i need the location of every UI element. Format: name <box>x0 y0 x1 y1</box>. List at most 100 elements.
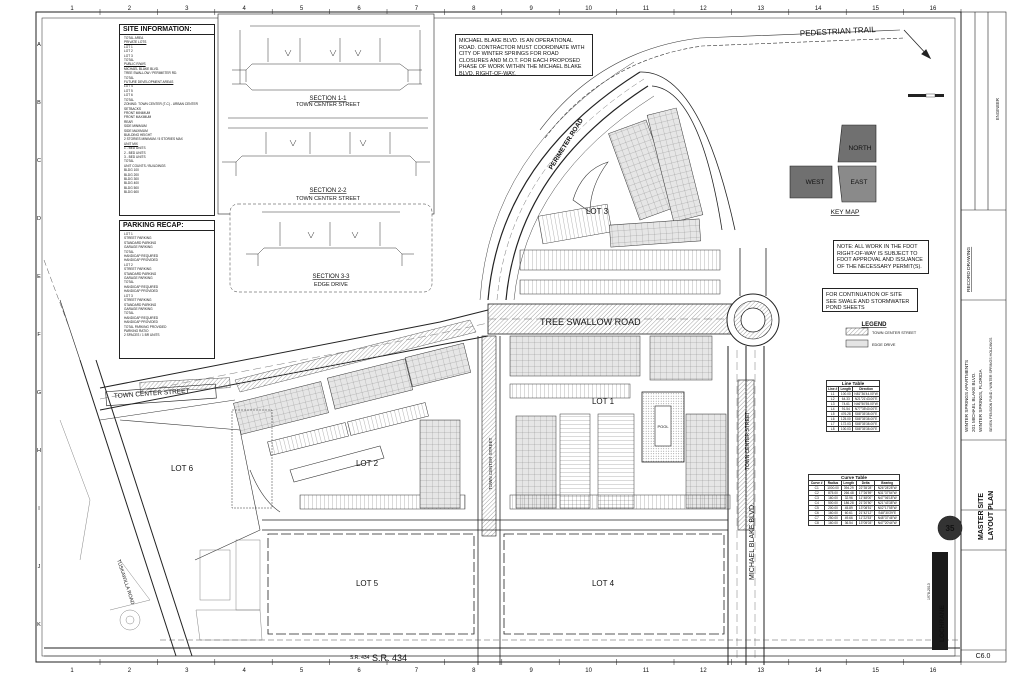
grid-column-label: 14 <box>815 668 822 674</box>
site-info-line: LOT 6 <box>124 93 133 98</box>
section-1-1-drawing <box>232 25 422 91</box>
firm-year: 1978-2013 <box>927 583 931 600</box>
site-info-line: TREE SWALLOW / PERIMETER RD. <box>124 71 178 76</box>
site-info-line: PRIVATE LOTS <box>124 40 147 45</box>
site-information-title: SITE INFORMATION: <box>120 25 214 35</box>
parking-recap-line: PARKING RATIO <box>124 328 149 333</box>
curve-table-cell: 21°20'50" <box>855 500 876 506</box>
scale-bar <box>908 93 944 98</box>
lot-1-parking-south <box>509 494 731 510</box>
section-2-2-subtitle: TOWN CENTER STREET <box>296 196 361 202</box>
grid-row-label: J <box>38 564 41 570</box>
parking-recap-line: HANDICAP REQUIRED <box>124 254 159 259</box>
project-name: WINTER SPRINGS APARTMENTS <box>964 360 969 432</box>
north-arrow <box>903 29 932 60</box>
perimeter-road-edge-inner <box>505 85 649 301</box>
pedestrian-trail-edge <box>539 29 901 131</box>
curve-table-cell: N21°43'38"W <box>874 500 900 506</box>
legend-item-edge-drive: EDGE DRIVE <box>872 343 896 347</box>
site-info-line: FRONT MAXIMUM <box>124 115 152 120</box>
grid-row-label: H <box>37 448 41 454</box>
section-1-1-title: SECTION 1-1 <box>309 96 347 102</box>
lot-6-label: LOT 6 <box>171 464 194 473</box>
site-info-line: TOTAL <box>124 75 134 80</box>
grid-column-label: 7 <box>415 668 419 674</box>
sr-434-label-small: S.R. 434 <box>350 655 370 661</box>
mot-note: MICHAEL BLAKE BLVD. IS AN OPERATIONAL RO… <box>455 34 593 76</box>
line-table-header: Line # <box>826 386 840 392</box>
grid-row-label: A <box>37 42 41 48</box>
pool <box>654 405 672 447</box>
site-info-line: BLDG 200 <box>124 172 139 177</box>
section-2-2-title: SECTION 2-2 <box>309 188 347 194</box>
grid-row-label: D <box>37 216 41 222</box>
grid-column-label: 1 <box>70 668 74 674</box>
pool-label: POOL <box>657 424 669 429</box>
lot-6-existing-site <box>59 419 263 641</box>
line-table-header: Length <box>838 386 854 392</box>
grid-column-label: 7 <box>415 6 419 12</box>
section-1-1-subtitle: TOWN CENTER STREET <box>296 102 361 108</box>
section-panel <box>217 13 435 215</box>
site-info-line: TOTAL AREA <box>124 36 144 40</box>
grid-column-label: 6 <box>357 668 361 674</box>
grid-column-label: 6 <box>357 6 361 12</box>
lot-4-label: LOT 4 <box>592 579 615 588</box>
parking-recap-line: STANDARD PARKING <box>124 271 157 276</box>
line-table-cell: S88°35'38.00"E <box>852 426 880 432</box>
parking-recap-line: 2 SPACES / 1 BR UNITS <box>124 333 160 338</box>
site-info-line: LOT 2 <box>124 49 133 54</box>
sheet-number: C6.0 <box>976 653 991 660</box>
sr-434-label: S.R. 434 <box>372 653 407 663</box>
parking-recap-line: STREET PARKING <box>124 236 152 241</box>
line-table-cell: 100.03 <box>838 426 854 432</box>
grid-column-label: 12 <box>700 6 707 12</box>
site-info-line: LOT 3 <box>124 53 133 58</box>
site-info-line: TOTAL <box>124 58 134 63</box>
title-block <box>960 11 1007 663</box>
site-info-line: FUTURE DEVELOPMENT AREAS <box>124 80 174 85</box>
parking-recap-line: LOT 1 <box>124 232 133 236</box>
lot-1-label: LOT 1 <box>592 397 615 406</box>
site-info-line: REAR <box>124 119 133 124</box>
site-info-line: BLDG 300 <box>124 177 139 181</box>
key-map-east-label: EAST <box>851 179 868 186</box>
grid-column-label: 10 <box>585 668 592 674</box>
line-table-cell: 476.28 <box>838 411 854 417</box>
engineer-label: ENGINEER <box>995 98 1000 120</box>
line-table-cell: N21°21'43.00"E <box>852 396 880 402</box>
parking-recap-title: PARKING RECAP: <box>120 221 214 231</box>
tree-swallow-road-label: TREE SWALLOW ROAD <box>540 317 641 327</box>
central-street <box>481 335 497 537</box>
town-center-street-east <box>737 379 755 531</box>
site-info-line: 2 STORIES MINIMUM / 5 STORIES MAX <box>124 137 183 142</box>
key-map <box>789 124 877 203</box>
curve-table-cell: N48°37'46"W <box>874 515 900 521</box>
site-info-line: FRONT MINIMUM <box>124 110 151 115</box>
town-center-street-label-box <box>105 383 217 407</box>
parking-recap-line: STANDARD PARKING <box>124 302 157 307</box>
site-info-line: TOTAL <box>124 159 134 164</box>
site-info-line: PUBLIC R/W/S <box>124 62 146 67</box>
line-table-cell: 100.00 <box>838 391 854 397</box>
line-table-cell: S88°35'38.00"E <box>852 421 880 427</box>
curve-table-cell: N31°37'54"W <box>874 490 900 496</box>
legend-swatch-town-center <box>845 327 869 336</box>
parking-recap-line: STREET PARKING <box>124 267 152 272</box>
section-3-3-drawing <box>246 211 414 266</box>
curve-table-cell: 160.00 <box>824 520 842 526</box>
legend-title: LEGEND <box>861 322 887 328</box>
grid-column-label: 10 <box>585 6 592 12</box>
pedestrian-trail-label: PEDESTRIAN TRAIL <box>800 25 877 38</box>
site-info-line: TOTAL <box>124 97 134 102</box>
parking-recap-line: LOT 3 <box>124 293 133 298</box>
site-info-line: LOT 5 <box>124 88 133 93</box>
grid-column-label: 15 <box>872 6 879 12</box>
lot-3-buildings <box>608 107 704 223</box>
curve-table-cell: C8 <box>808 520 826 526</box>
